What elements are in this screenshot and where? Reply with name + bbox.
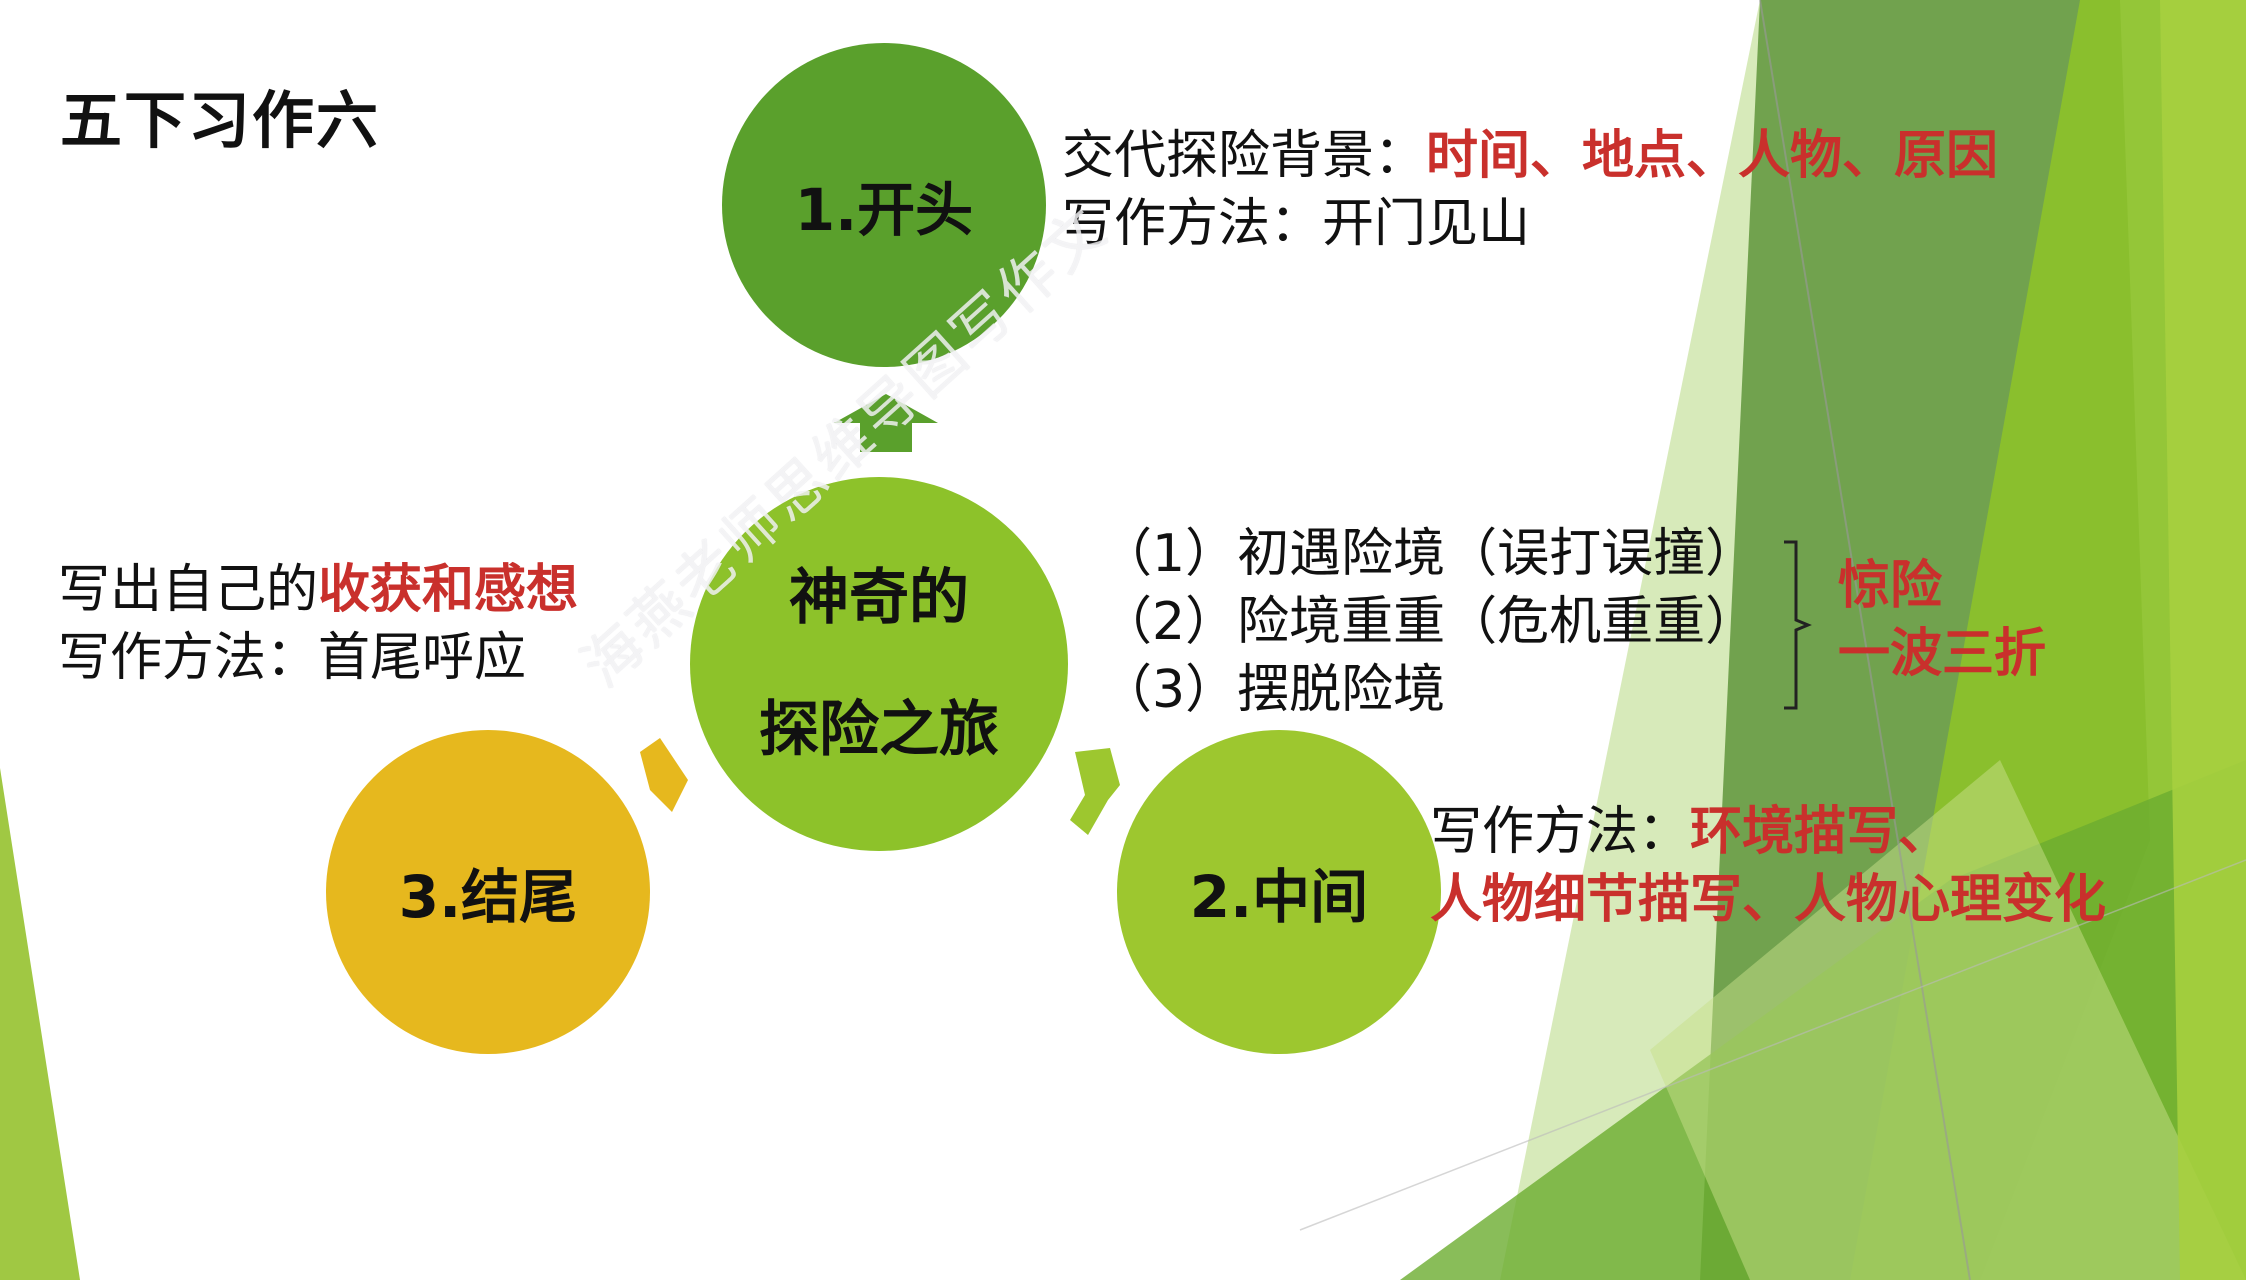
node-label: 3.结尾 [398,863,578,931]
note-line: 写作方法：环境描写、 [1430,802,1951,862]
arrow-up-icon [834,394,938,452]
note-line: 写作方法：开门见山 [1062,194,1531,254]
step-item: （3）摆脱险境 [1100,660,1446,720]
arrow-down-left-icon [640,738,688,812]
center-line-2: 探险之旅 [759,695,999,765]
node-label: 1.开头 [794,176,974,244]
middle-steps: （1）初遇险境（误打误撞） （2）险境重重（危机重重） （3）摆脱险境 [1100,520,1757,724]
brace-label: 惊险 [1838,556,1943,616]
page-title: 五下习作六 [60,84,381,157]
brace-icon [1784,540,1812,710]
center-node: 神奇的 探险之旅 [690,477,1068,851]
brace-labels: 惊险 一波三折 [1838,552,2046,688]
step-item: （1）初遇险境（误打误撞） [1100,524,1758,584]
note-line: 写作方法：首尾呼应 [58,628,527,688]
note-line: 写出自己的收获和感想 [58,560,579,620]
center-line-1: 神奇的 [789,563,969,633]
beginning-notes: 交代探险背景：时间、地点、人物、原因 写作方法：开门见山 [1062,122,1998,258]
ending-notes: 写出自己的收获和感想 写作方法：首尾呼应 [58,556,578,692]
node-middle: 2.中间 [1117,730,1441,1054]
step-item: （2）险境重重（危机重重） [1100,592,1758,652]
note-line: 人物细节描写、人物心理变化 [1430,870,2107,930]
middle-notes: 写作方法：环境描写、 人物细节描写、人物心理变化 [1430,798,2106,934]
node-beginning: 1.开头 [722,43,1046,367]
node-ending: 3.结尾 [326,730,650,1054]
brace-label: 一波三折 [1838,624,2047,684]
node-label: 2.中间 [1189,863,1369,931]
arrow-down-right-icon [1070,748,1120,835]
note-line: 交代探险背景：时间、地点、人物、原因 [1062,126,1999,186]
